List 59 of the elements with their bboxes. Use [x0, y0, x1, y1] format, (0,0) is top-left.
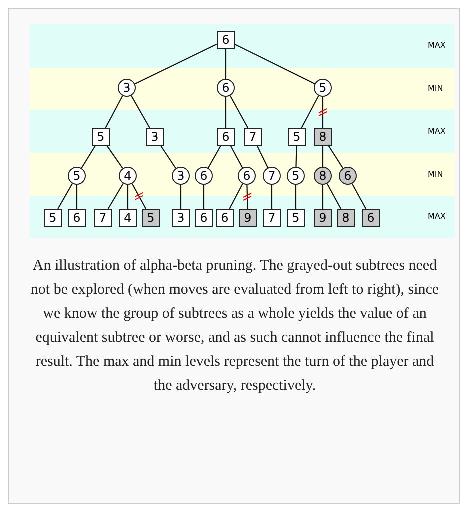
- tree-edge: [105, 96, 124, 128]
- level-label: MAX: [428, 126, 446, 136]
- tree-edge: [208, 146, 222, 168]
- tree-edge: [76, 185, 78, 209]
- tree-edge: [271, 185, 273, 209]
- caption: An illustration of alpha-beta pruning. The grayed-out subtrees need not be explored (when moves are evaluated from left to right), since we know the group of subtrees as a whole yields the value of an equivalent subtree or worse, and as such cannot influence the final result. The max and min levels represent the turn of the player and the adversary, respectively.: [30, 257, 440, 396]
- max-node-box: 5: [44, 209, 62, 227]
- max-node-box: 9: [314, 209, 332, 227]
- tree-edge: [81, 146, 96, 169]
- tree-edge: [134, 44, 218, 85]
- tree-edge: [108, 183, 124, 210]
- tree-edge: [295, 185, 297, 209]
- max-node-box: 6: [217, 31, 235, 49]
- max-node-box: 5: [92, 128, 110, 146]
- tree-edge: [322, 146, 324, 167]
- level-label: MIN: [428, 170, 444, 178]
- tree-edge: [132, 184, 147, 210]
- max-node-box: 8: [314, 128, 332, 146]
- level-label: MAX: [428, 41, 446, 50]
- max-node-box: 6: [217, 128, 235, 146]
- max-node-box: 7: [263, 209, 281, 227]
- max-node-box: 5: [287, 209, 305, 227]
- tree-edge: [203, 185, 205, 209]
- tree-edge: [225, 97, 227, 128]
- level-label: MAX: [428, 212, 446, 221]
- max-node-box: 4: [119, 209, 137, 227]
- tree-edge: [328, 146, 344, 169]
- tree-edge: [256, 146, 269, 168]
- max-node-box: 7: [94, 209, 112, 227]
- max-node-box: 3: [172, 209, 190, 227]
- tree-edge: [58, 184, 74, 210]
- tree-edge: [180, 185, 182, 209]
- max-node-box: 6: [216, 209, 234, 227]
- tree-edge: [106, 146, 124, 169]
- tree-edge: [326, 184, 342, 210]
- tree-edge: [127, 185, 129, 209]
- max-node-box: 8: [337, 209, 355, 227]
- max-node-box: 5: [288, 128, 306, 146]
- tree-edge: [225, 49, 227, 79]
- tree-edge: [322, 185, 324, 209]
- level-label: MIN: [428, 84, 444, 93]
- tree-edge: [130, 96, 150, 128]
- tree-edge: [234, 44, 316, 84]
- max-node-box: 6: [68, 209, 86, 227]
- tree-edge: [246, 184, 248, 210]
- tree-edge: [230, 146, 244, 168]
- tree-edge: [301, 96, 320, 128]
- max-node-box: 3: [146, 128, 164, 146]
- tree-edge: [352, 184, 367, 210]
- max-node-box: 7: [244, 128, 262, 146]
- max-node-box: 5: [142, 209, 160, 227]
- tree-edge: [160, 146, 176, 169]
- tree-edge: [296, 146, 298, 168]
- tree-edge: [322, 97, 324, 128]
- max-node-box: 6: [195, 209, 213, 227]
- max-node-box: 9: [239, 209, 257, 227]
- tree-edge: [230, 96, 249, 128]
- max-node-box: 6: [362, 209, 380, 227]
- tree-edge: [229, 184, 244, 210]
